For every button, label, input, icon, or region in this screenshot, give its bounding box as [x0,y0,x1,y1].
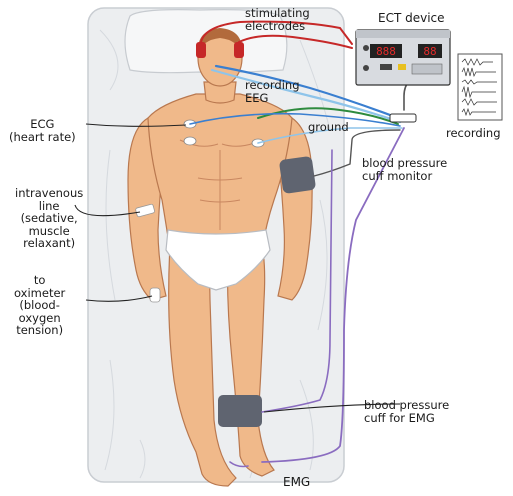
bp-cuff-arm [279,156,316,194]
label-recording-eeg: recording EEG [245,79,300,104]
label-emg: EMG [283,476,310,489]
label-bp-cuff-emg: blood pressure cuff for EMG [364,399,449,424]
label-ect-device: ECT device [378,12,445,25]
label-stimulating-electrodes: stimulating electrodes [245,7,310,32]
device-display-left-text: 888 [376,45,396,58]
device-display-right-text: 88 [423,45,436,58]
label-intravenous-line: intravenous line (sedative, muscle relax… [15,187,83,250]
label-oximeter: to oximeter (blood- oxygen tension) [14,274,65,337]
oximeter-clip [150,288,160,302]
label-bp-cuff-monitor: blood pressure cuff monitor [362,157,447,182]
ect-device: 888 88 [356,30,450,85]
label-ecg: ECG (heart rate) [9,118,76,143]
bp-cuff-leg [218,395,262,427]
label-recording: recording [446,127,501,140]
wire-junction [390,114,416,122]
recording-strip [458,54,502,120]
label-ground: ground [308,121,349,134]
